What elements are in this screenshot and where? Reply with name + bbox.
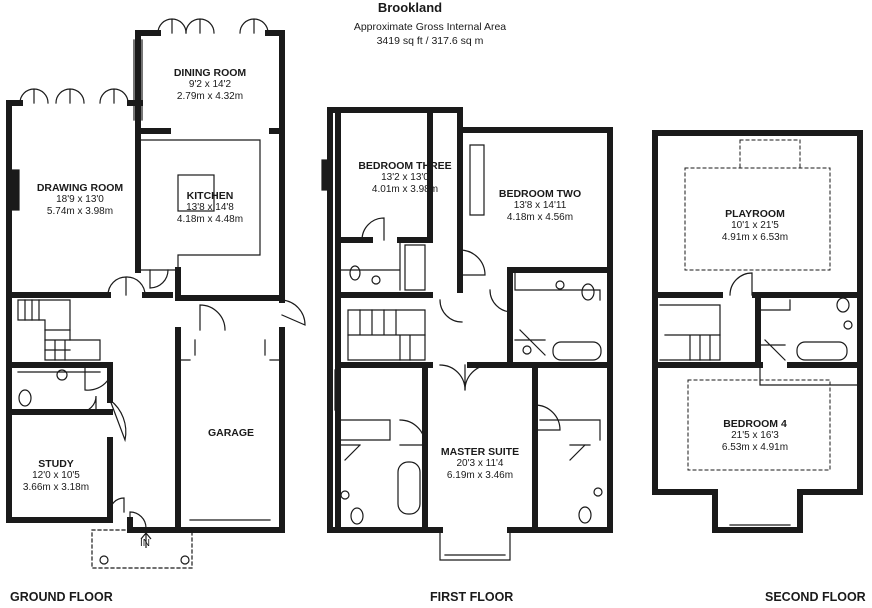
room-label-kitchen: KITCHEN 13'8 x 14'8 4.18m x 4.48m <box>160 190 260 226</box>
room-metric: 5.74m x 3.98m <box>46 206 114 217</box>
room-metric: 2.79m x 4.32m <box>176 91 244 102</box>
property-title: Brookland <box>377 0 443 15</box>
room-name: BEDROOM 4 <box>723 418 787 430</box>
room-imperial: 10'1 x 21'5 <box>731 220 779 231</box>
entrance-arrow <box>140 532 152 548</box>
first-floor-walls <box>327 107 613 533</box>
room-name: BEDROOM THREE <box>358 160 452 172</box>
room-label-playroom: PLAYROOM 10'1 x 21'5 4.91m x 6.53m <box>705 208 805 244</box>
room-imperial: 13'2 x 13'0 <box>381 172 429 183</box>
room-metric: 4.18m x 4.56m <box>506 212 574 223</box>
entrance-label: IN <box>140 538 150 549</box>
room-metric: 6.53m x 4.91m <box>721 442 789 453</box>
room-name: DRAWING ROOM <box>36 182 124 194</box>
ground-floor-walls <box>6 30 285 533</box>
floor-label-second: SECOND FLOOR <box>765 590 866 604</box>
room-name: STUDY <box>38 458 74 470</box>
room-label-bed2: BEDROOM TWO 13'8 x 14'11 4.18m x 4.56m <box>485 188 595 224</box>
second-floor-walls <box>652 130 863 533</box>
room-imperial: 12'0 x 10'5 <box>32 470 80 481</box>
room-name: PLAYROOM <box>725 208 785 220</box>
room-imperial: 20'3 x 11'4 <box>456 458 504 469</box>
room-imperial: 21'5 x 16'3 <box>731 430 779 441</box>
room-name: MASTER SUITE <box>440 446 520 458</box>
room-label-bed4: BEDROOM 4 21'5 x 16'3 6.53m x 4.91m <box>705 418 805 454</box>
room-metric: 3.66m x 3.18m <box>22 482 90 493</box>
room-name: BEDROOM TWO <box>498 188 582 200</box>
room-imperial: 18'9 x 13'0 <box>56 194 104 205</box>
room-imperial: 13'8 x 14'11 <box>513 200 567 211</box>
room-metric: 4.18m x 4.48m <box>176 214 244 225</box>
room-name: GARAGE <box>207 427 255 439</box>
room-metric: 6.19m x 3.46m <box>446 470 514 481</box>
floor-label-first: FIRST FLOOR <box>430 590 514 604</box>
room-name: KITCHEN <box>186 190 234 202</box>
room-label-dining: DINING ROOM 9'2 x 14'2 2.79m x 4.32m <box>160 67 260 103</box>
room-metric: 4.01m x 3.98m <box>371 184 439 195</box>
room-label-master: MASTER SUITE 20'3 x 11'4 6.19m x 3.46m <box>428 446 532 482</box>
floor-label-ground: GROUND FLOOR <box>10 590 113 604</box>
room-name: DINING ROOM <box>173 67 247 79</box>
room-imperial: 13'8 x 14'8 <box>186 202 234 213</box>
room-label-study: STUDY 12'0 x 10'5 3.66m x 3.18m <box>10 458 102 494</box>
area-value: 3419 sq ft / 317.6 sq m <box>376 35 484 47</box>
room-label-bed3: BEDROOM THREE 13'2 x 13'0 4.01m x 3.98m <box>345 160 465 196</box>
area-caption: Approximate Gross Internal Area <box>353 21 507 33</box>
room-label-garage: GARAGE <box>185 427 277 439</box>
room-imperial: 9'2 x 14'2 <box>188 79 232 90</box>
room-label-drawing: DRAWING ROOM 18'9 x 13'0 5.74m x 3.98m <box>25 182 135 218</box>
room-metric: 4.91m x 6.53m <box>721 232 789 243</box>
